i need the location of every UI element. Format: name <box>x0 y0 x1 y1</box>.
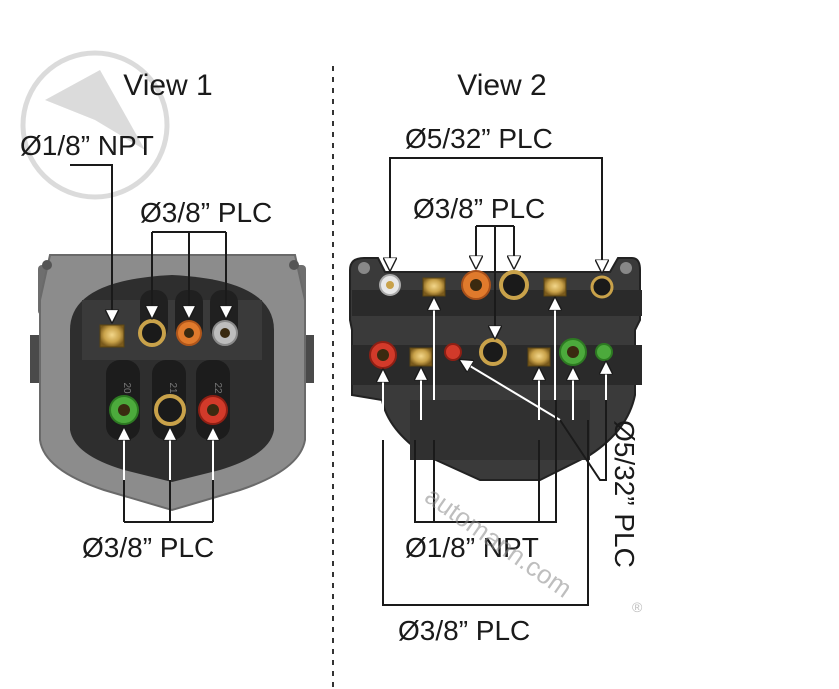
view-2-label-plc-38-bottom: Ø3/8” PLC <box>398 615 530 646</box>
port-plc-green-small <box>595 343 613 361</box>
view-2-label-plc-532-side: Ø5/32” PLC <box>609 420 640 568</box>
view-2-top-ports <box>379 270 614 300</box>
port-npt-brass-3 <box>409 347 433 367</box>
view-2: View 2 <box>349 69 642 646</box>
port-number-22: 22 <box>212 382 223 394</box>
view-1-label-plc-top: Ø3/8” PLC <box>140 197 272 228</box>
port-plc-brass <box>138 319 166 347</box>
view-1-title: View 1 <box>123 69 213 102</box>
view-2-title: View 2 <box>457 69 547 102</box>
port-plc-brass-mid <box>479 338 507 366</box>
view-1-bottom-ports: 20 21 22 <box>106 360 230 440</box>
view-2-label-plc-38-top: Ø3/8” PLC <box>413 193 545 224</box>
view-2-label-npt-bottom: Ø1/8” NPT <box>405 532 539 563</box>
port-number-21: 21 <box>167 382 178 394</box>
view-1-top-ports <box>99 290 238 348</box>
view-1-callouts: Ø1/8” NPT Ø3/8” PLC Ø3/8” PLC <box>20 130 272 563</box>
view-1: View 1 20 <box>20 69 314 563</box>
port-plc-brass <box>499 270 529 300</box>
view-1-label-npt: Ø1/8” NPT <box>20 130 154 161</box>
port-npt-brass <box>99 324 125 348</box>
watermark-logo <box>20 50 170 200</box>
view-2-label-plc-532-top: Ø5/32” PLC <box>405 123 553 154</box>
port-plc-small <box>590 275 614 299</box>
view-1-label-plc-bottom: Ø3/8” PLC <box>82 532 214 563</box>
port-npt-brass-4 <box>527 347 551 367</box>
watermark-registered-mark: ® <box>632 599 643 615</box>
view-2-bottom-ports <box>369 338 613 369</box>
port-plc-red-small <box>444 343 462 361</box>
port-npt-brass-2 <box>543 277 567 297</box>
port-plc-brass-bottom <box>154 394 186 426</box>
port-number-20: 20 <box>121 382 132 394</box>
view-2-callouts: Ø5/32” PLC Ø3/8” PLC Ø1/8” NPT Ø3/8” PLC <box>383 123 640 646</box>
port-npt-brass-1 <box>422 277 446 297</box>
